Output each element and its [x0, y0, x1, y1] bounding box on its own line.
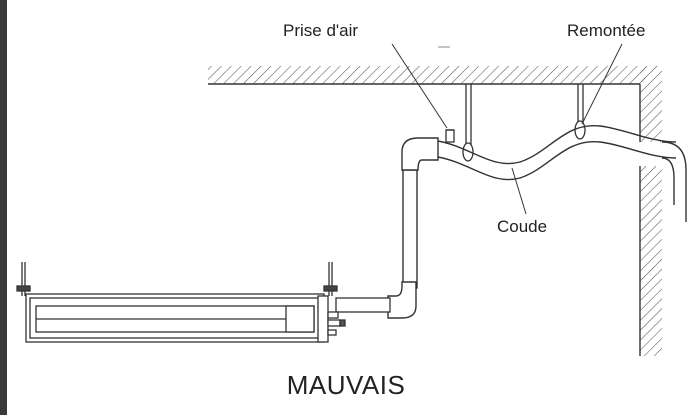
label-air-intake: Prise d'air [283, 21, 358, 40]
label-rise: Remontée [567, 21, 645, 40]
air-intake-vent [445, 129, 455, 143]
wavy-drain-pipe [431, 125, 687, 222]
leader-lines [391, 43, 623, 215]
right-wall [639, 66, 662, 356]
outlet-pipe [335, 297, 391, 313]
left-edge-strip [0, 0, 7, 415]
duct-unit [16, 262, 346, 343]
vertical-riser-pipe [387, 137, 439, 319]
ceiling [208, 66, 646, 85]
ceiling-hangers [462, 84, 586, 162]
label-bend: Coude [497, 217, 547, 236]
diagram-caption: MAUVAIS [286, 370, 406, 400]
